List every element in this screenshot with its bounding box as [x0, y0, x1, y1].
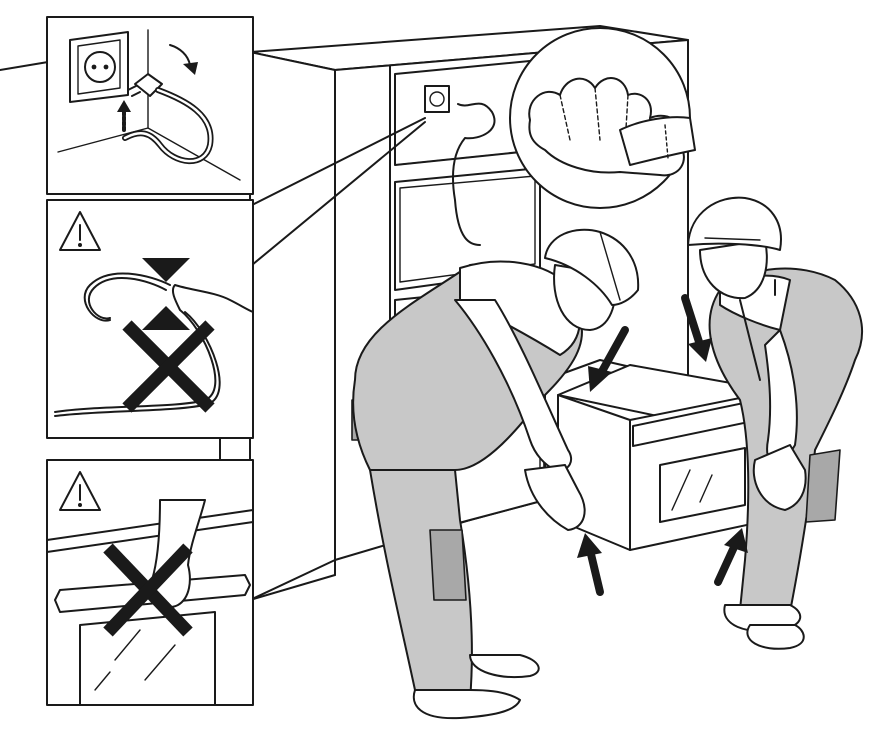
right-installer-glove	[752, 444, 807, 511]
pressure-arrow-top-icon	[142, 258, 190, 282]
arrow-down-left-icon	[588, 326, 629, 392]
warning-triangle-icon	[59, 471, 101, 511]
warning-triangle-icon	[59, 211, 101, 251]
direction-arrows	[577, 294, 748, 596]
cabinet-socket	[424, 85, 450, 113]
leader-line-top	[251, 117, 426, 206]
cabinet-cable	[452, 102, 496, 246]
power-plug-icon	[122, 73, 214, 165]
oven-window	[659, 447, 746, 523]
installer-right	[687, 196, 864, 650]
inset-panel-cable-warning	[46, 199, 254, 439]
installer-left	[351, 228, 640, 720]
inset-panel-plug	[46, 16, 254, 195]
left-installer-hard-hat	[544, 228, 640, 306]
right-knee-patch	[805, 449, 841, 523]
gloves-callout	[509, 27, 696, 209]
protective-gloves-icon	[528, 77, 696, 177]
pressure-arrow-bottom-icon	[142, 306, 190, 330]
cross-out-icon	[103, 543, 193, 637]
left-installer-glove	[524, 464, 586, 531]
cross-out-icon	[122, 320, 215, 413]
arrow-up-right-icon	[714, 528, 748, 586]
arrow-unplug-icon	[117, 44, 198, 132]
built-in-oven	[557, 364, 771, 551]
inset-panel-handle-warning	[46, 459, 254, 706]
knee-patch	[429, 529, 467, 601]
wall-socket-icon	[69, 31, 129, 103]
arrow-down-right-icon	[681, 294, 712, 362]
arrow-up-left-icon	[577, 533, 604, 596]
leader-line-bottom	[251, 121, 426, 266]
right-installer-hard-hat	[687, 196, 782, 251]
